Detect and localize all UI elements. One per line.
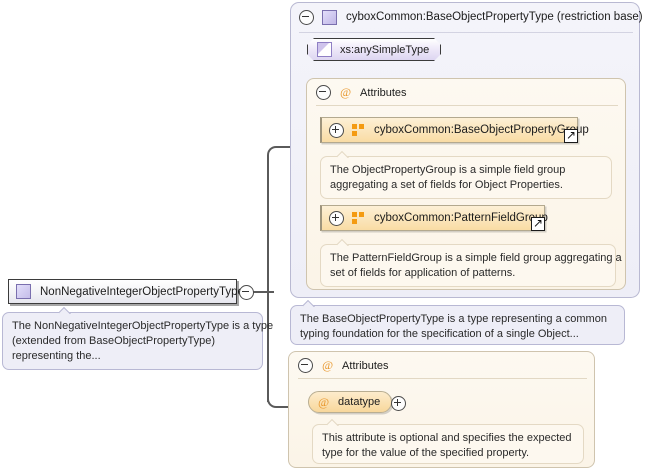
simple-type-icon: [317, 42, 332, 57]
collapse-minus-icon-own-attributes[interactable]: [298, 358, 313, 373]
annotation-line: aggregating a set of fields for Object P…: [330, 179, 563, 191]
bubble-nub: [337, 239, 349, 246]
connector-corner-bottom: [267, 392, 291, 408]
own-attributes-title: Attributes: [342, 359, 389, 372]
annotation-bubble-datatype: This attribute is optional and specifies…: [312, 424, 584, 464]
annotation-line: type for the value of the specified prop…: [322, 447, 530, 459]
element-node-nonnegativeintegerobjectpropertytype[interactable]: NonNegativeIntegerObjectPropertyType: [8, 279, 244, 304]
connector-vertical-line: [267, 158, 269, 402]
bubble-nub: [337, 151, 349, 158]
expand-plus-icon-patternfieldgroup[interactable]: [329, 210, 344, 226]
collapse-minus-icon-element[interactable]: [239, 285, 254, 300]
base-type-header: cyboxCommon:BaseObjectPropertyType (rest…: [291, 3, 643, 31]
bubble-nub: [327, 419, 339, 426]
annotation-bubble-base-type: The BaseObjectPropertyType is a type rep…: [290, 305, 625, 345]
inherited-attributes-title: Attributes: [360, 86, 407, 99]
element-node-label: NonNegativeIntegerObjectPropertyType: [40, 285, 244, 298]
inherited-attributes-header: @ Attributes: [316, 85, 407, 100]
attribute-group-label: cyboxCommon:BaseObjectPropertyGroup: [374, 124, 589, 136]
attributes-divider: [298, 378, 587, 379]
attribute-group-label: cyboxCommon:PatternFieldGroup: [374, 212, 548, 224]
annotation-line: representing the...: [12, 350, 101, 362]
attribute-datatype[interactable]: @ datatype: [308, 391, 393, 413]
base-type-title: cyboxCommon:BaseObjectPropertyType (rest…: [346, 11, 643, 23]
annotation-line: This attribute is optional and specifies…: [322, 432, 572, 444]
annotation-bubble-baseobjectpropertygroup: The ObjectPropertyGroup is a simple fiel…: [320, 156, 612, 199]
attribute-group-icon: [352, 212, 365, 224]
type-swatch-icon: [322, 9, 337, 25]
annotation-line: typing foundation for the specification …: [300, 328, 579, 340]
at-symbol-icon: @: [340, 85, 352, 99]
goto-arrow-icon-patternfieldgroup[interactable]: [531, 216, 545, 231]
attribute-group-baseobjectpropertygroup[interactable]: cyboxCommon:BaseObjectPropertyGroup: [320, 117, 589, 143]
attributes-divider: [316, 105, 618, 106]
annotation-line: The BaseObjectPropertyType is a type rep…: [300, 313, 607, 325]
at-symbol-icon: @: [322, 358, 334, 372]
annotation-bubble-element: The NonNegativeIntegerObjectPropertyType…: [2, 312, 274, 370]
collapse-minus-icon-inherited-attributes[interactable]: [316, 85, 331, 100]
at-symbol-icon: @: [318, 394, 330, 409]
annotation-bubble-patternfieldgroup: The PatternFieldGroup is a simple field …: [320, 244, 622, 287]
simple-type-label: xs:anySimpleType: [340, 43, 430, 56]
expand-plus-icon-datatype[interactable]: [391, 396, 406, 411]
annotation-line: The PatternFieldGroup is a simple field …: [330, 252, 622, 264]
connector-corner-top: [267, 146, 291, 162]
attribute-group-patternfieldgroup[interactable]: cyboxCommon:PatternFieldGroup: [320, 205, 548, 231]
simple-type-node-xs-anysimpletype[interactable]: xs:anySimpleType: [307, 38, 441, 61]
goto-arrow-icon-baseobjectpropertygroup[interactable]: [564, 128, 578, 143]
attribute-datatype-label: datatype: [338, 396, 381, 408]
bubble-nub: [303, 300, 315, 307]
collapse-minus-icon-base-type[interactable]: [299, 9, 314, 25]
annotation-line: The NonNegativeIntegerObjectPropertyType…: [12, 320, 274, 332]
element-swatch-icon: [16, 284, 31, 299]
annotation-line: The ObjectPropertyGroup is a simple fiel…: [330, 164, 566, 176]
expand-plus-icon-baseobjectpropertygroup[interactable]: [329, 122, 344, 138]
attribute-group-icon: [352, 124, 365, 136]
own-attributes-header: @ Attributes: [298, 358, 389, 373]
annotation-line: set of fields for application of pattern…: [330, 267, 516, 279]
bubble-nub: [59, 307, 71, 314]
header-divider: [299, 32, 633, 33]
connector-horizontal-stub: [252, 291, 274, 293]
annotation-line: (extended from BaseObjectPropertyType): [12, 335, 215, 347]
